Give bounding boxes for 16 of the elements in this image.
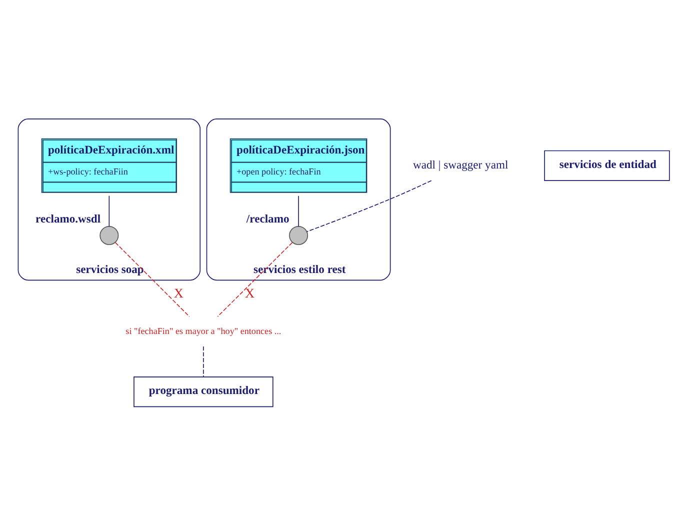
node-label: reclamo.wsdl (36, 212, 101, 225)
connector (203, 346, 204, 377)
node-circle (100, 226, 119, 245)
node-box: servicios de entidad (544, 150, 670, 180)
connector (217, 242, 293, 316)
connector (306, 180, 432, 232)
node-circle (289, 226, 308, 245)
node-label: /reclamo (246, 212, 290, 225)
edge-label: X (174, 284, 184, 300)
connector (108, 194, 110, 226)
node-text: wadl | swagger yaml (413, 158, 508, 172)
node-text: si "fechaFin" es mayor a "hoy" entonces ... (126, 325, 282, 336)
connector (298, 194, 299, 226)
edge-label: X (244, 284, 255, 300)
connector (114, 242, 190, 316)
node-box: programa consumidor (134, 376, 274, 407)
